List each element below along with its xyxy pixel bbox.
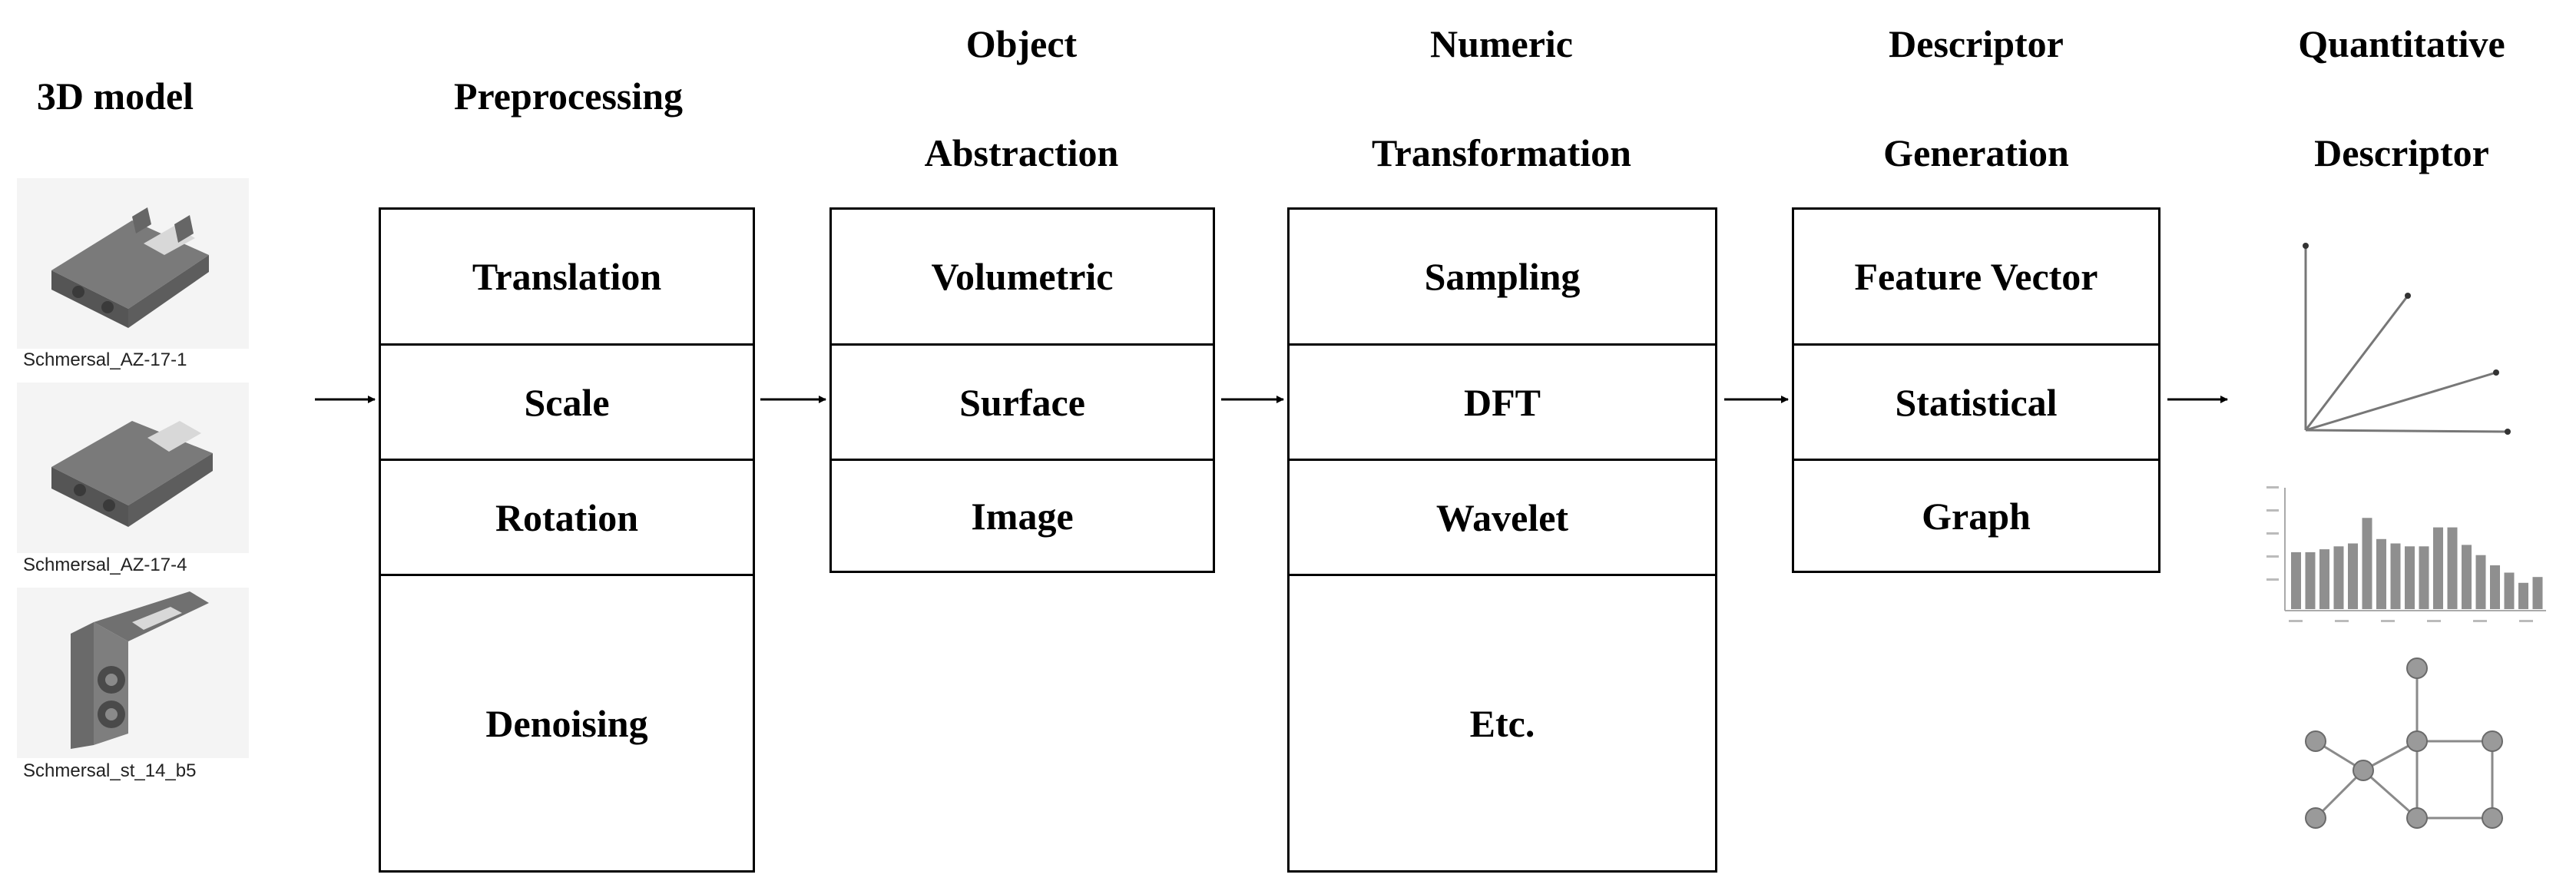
histogram-bar xyxy=(2532,577,2543,609)
transformation-box: Sampling DFT Wavelet Etc. xyxy=(1287,207,1717,873)
transformation-item-etc: Etc. xyxy=(1290,574,1715,870)
histogram-icon xyxy=(2266,486,2546,622)
abstraction-box: Volumetric Surface Image xyxy=(829,207,1215,573)
histogram-bar xyxy=(2362,518,2372,609)
abstraction-item-image: Image xyxy=(832,459,1213,571)
histogram-bar xyxy=(2419,546,2429,609)
model-caption-1: Schmersal_AZ-17-1 xyxy=(23,349,187,370)
header-descriptor-generation: Descriptor Generation xyxy=(1883,22,2069,174)
transformation-item-dft: DFT xyxy=(1290,343,1715,459)
generation-item-feature-vector: Feature Vector xyxy=(1854,255,2098,298)
preprocessing-item-rotation: Rotation xyxy=(381,459,753,574)
header-object-abstraction: Object Abstraction xyxy=(924,22,1119,174)
header-numeric-transformation: Numeric Transformation xyxy=(1372,22,1631,174)
angle-bracket-model-icon xyxy=(71,591,209,749)
histogram-bar xyxy=(2291,551,2301,609)
transformation-item-sampling: Sampling xyxy=(1424,255,1581,298)
header-3d-model: 3D model xyxy=(36,75,194,118)
header-quantitative-descriptor: Quantitative Descriptor xyxy=(2298,22,2505,174)
histogram-bar xyxy=(2475,555,2486,609)
histogram-bar xyxy=(2518,582,2528,609)
generation-box: Feature Vector Statistical Graph xyxy=(1792,207,2160,573)
graph-network-icon xyxy=(2305,657,2503,829)
histogram-bar xyxy=(2447,527,2458,609)
preprocessing-box: Translation Scale Rotation Denoising xyxy=(379,207,755,873)
histogram-bar xyxy=(2390,543,2401,609)
model-thumbnail-3 xyxy=(17,588,249,758)
histogram-bar xyxy=(2319,549,2329,609)
generation-item-statistical: Statistical xyxy=(1794,343,2158,459)
model-thumbnail-2 xyxy=(17,383,249,553)
histogram-bar xyxy=(2333,546,2344,609)
model-thumbnail-1 xyxy=(17,178,249,349)
header-preprocessing: Preprocessing xyxy=(453,75,684,118)
histogram-bar xyxy=(2405,546,2415,609)
bracket-model-icon xyxy=(51,421,213,527)
model-caption-3: Schmersal_st_14_b5 xyxy=(23,760,197,781)
histogram-bar xyxy=(2504,572,2515,609)
preprocessing-item-translation: Translation xyxy=(472,255,662,298)
histogram-bar xyxy=(2305,551,2316,609)
preprocessing-item-denoising: Denoising xyxy=(381,574,753,870)
generation-item-graph: Graph xyxy=(1794,459,2158,571)
histogram-bar xyxy=(2376,538,2386,609)
vector-plot-icon xyxy=(2303,243,2511,435)
preprocessing-item-scale: Scale xyxy=(381,343,753,459)
abstraction-item-volumetric: Volumetric xyxy=(931,255,1114,298)
histogram-bar xyxy=(2462,545,2472,609)
histogram-bar xyxy=(2433,527,2443,609)
histogram-bar xyxy=(2348,543,2358,609)
abstraction-item-surface: Surface xyxy=(832,343,1213,459)
histogram-bar xyxy=(2490,565,2500,609)
transformation-item-wavelet: Wavelet xyxy=(1290,459,1715,574)
model-caption-2: Schmersal_AZ-17-4 xyxy=(23,555,187,575)
bracket-model-icon xyxy=(51,207,209,328)
